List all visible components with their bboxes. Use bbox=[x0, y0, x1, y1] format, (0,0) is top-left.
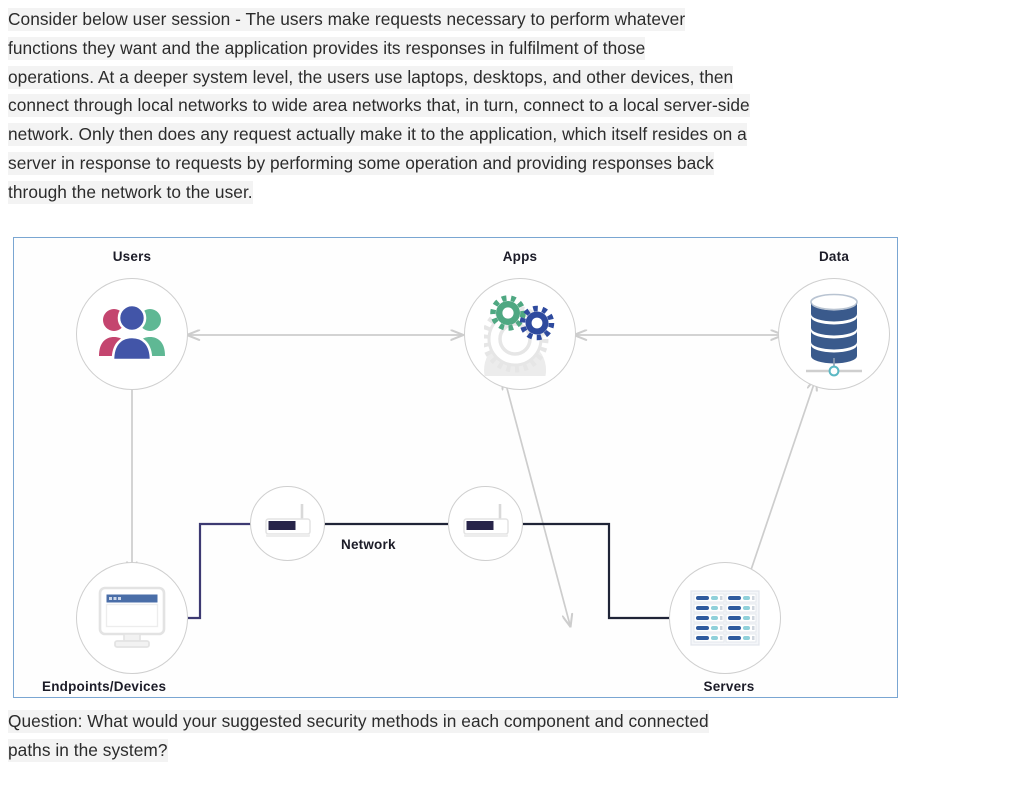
server-column-right bbox=[725, 593, 757, 643]
router-icon-right bbox=[461, 501, 511, 543]
node-label-network: Network bbox=[341, 537, 396, 552]
intro-line-5: network. Only then does any request actu… bbox=[8, 123, 747, 147]
intro-paragraph: Consider below user session - The users … bbox=[8, 5, 1004, 207]
wire-router-servers bbox=[523, 522, 669, 620]
intro-line-7: through the network to the user. bbox=[8, 180, 253, 204]
gears-icon bbox=[484, 294, 558, 376]
intro-line-2: functions they want and the application … bbox=[8, 36, 646, 60]
question-line-1: Question: What would your suggested secu… bbox=[8, 710, 709, 733]
intro-line-1: Consider below user session - The users … bbox=[8, 8, 686, 31]
server-column-left bbox=[693, 593, 725, 643]
intro-line-4: connect through local networks to wide a… bbox=[8, 94, 750, 118]
database-icon bbox=[803, 290, 865, 382]
server-rack-icon bbox=[690, 583, 760, 653]
node-label-data: Data bbox=[818, 249, 850, 264]
wire-endpoints-router bbox=[188, 522, 251, 620]
question-paragraph: Question: What would your suggested secu… bbox=[8, 707, 1004, 765]
users-group-icon bbox=[98, 298, 166, 370]
gear-blue bbox=[519, 305, 555, 341]
node-label-endpoints: Endpoints/Devices bbox=[42, 679, 167, 694]
node-label-apps: Apps bbox=[502, 249, 538, 264]
intro-line-3: operations. At a deeper system level, th… bbox=[8, 65, 734, 89]
db-cylinder bbox=[810, 293, 858, 364]
intro-line-6: server in response to requests by perfor… bbox=[8, 151, 714, 175]
node-users[interactable] bbox=[76, 278, 188, 390]
desktop-monitor-icon bbox=[98, 586, 166, 650]
gear-green bbox=[490, 295, 526, 331]
question-line-2: paths in the system? bbox=[8, 738, 168, 762]
node-label-users: Users bbox=[112, 249, 152, 264]
node-label-servers: Servers bbox=[703, 679, 755, 694]
system-architecture-diagram: Users Apps bbox=[13, 237, 898, 698]
router-icon-left bbox=[263, 501, 313, 543]
